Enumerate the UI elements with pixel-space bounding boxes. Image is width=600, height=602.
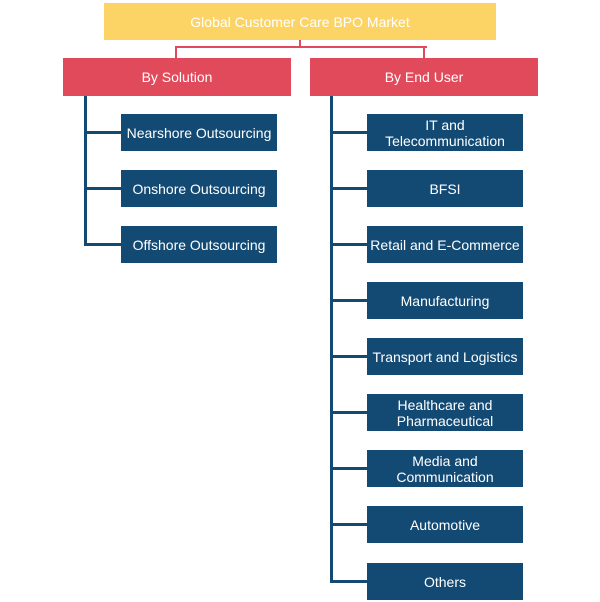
leaf-onshore-outsourcing: Onshore Outsourcing (121, 170, 277, 207)
end-user-branch-5 (330, 355, 367, 358)
category-by-solution: By Solution (63, 58, 291, 96)
end-user-branch-4 (330, 299, 367, 302)
leaf-transport-and-logistics: Transport and Logistics (367, 338, 523, 375)
solution-branch-3 (84, 243, 121, 246)
end-user-branch-9 (330, 580, 367, 583)
solution-branch-1 (84, 131, 121, 134)
leaf-nearshore-outsourcing: Nearshore Outsourcing (121, 114, 277, 151)
leaf-it-and-telecommunication: IT and Telecommunication (367, 114, 523, 151)
root-connector-horizontal (175, 46, 427, 48)
end-user-branch-8 (330, 523, 367, 526)
end-user-branch-7 (330, 467, 367, 470)
solution-trunk (84, 96, 87, 246)
root-connector-right-drop (423, 46, 425, 59)
solution-branch-2 (84, 187, 121, 190)
leaf-others: Others (367, 563, 523, 600)
leaf-bfsi: BFSI (367, 170, 523, 207)
leaf-offshore-outsourcing: Offshore Outsourcing (121, 226, 277, 263)
end-user-branch-3 (330, 243, 367, 246)
leaf-manufacturing: Manufacturing (367, 282, 523, 319)
leaf-retail-and-e-commerce: Retail and E-Commerce (367, 226, 523, 263)
category-by-end-user: By End User (310, 58, 538, 96)
end-user-branch-2 (330, 187, 367, 190)
end-user-trunk (330, 96, 333, 583)
root-node: Global Customer Care BPO Market (104, 3, 496, 40)
end-user-branch-1 (330, 131, 367, 134)
leaf-media-and-communication: Media and Communication (367, 450, 523, 487)
leaf-healthcare-and-pharmaceutical: Healthcare and Pharmaceutical (367, 394, 523, 431)
root-connector-vertical (299, 40, 301, 47)
leaf-automotive: Automotive (367, 506, 523, 543)
end-user-branch-6 (330, 411, 367, 414)
root-connector-left-drop (175, 46, 177, 59)
